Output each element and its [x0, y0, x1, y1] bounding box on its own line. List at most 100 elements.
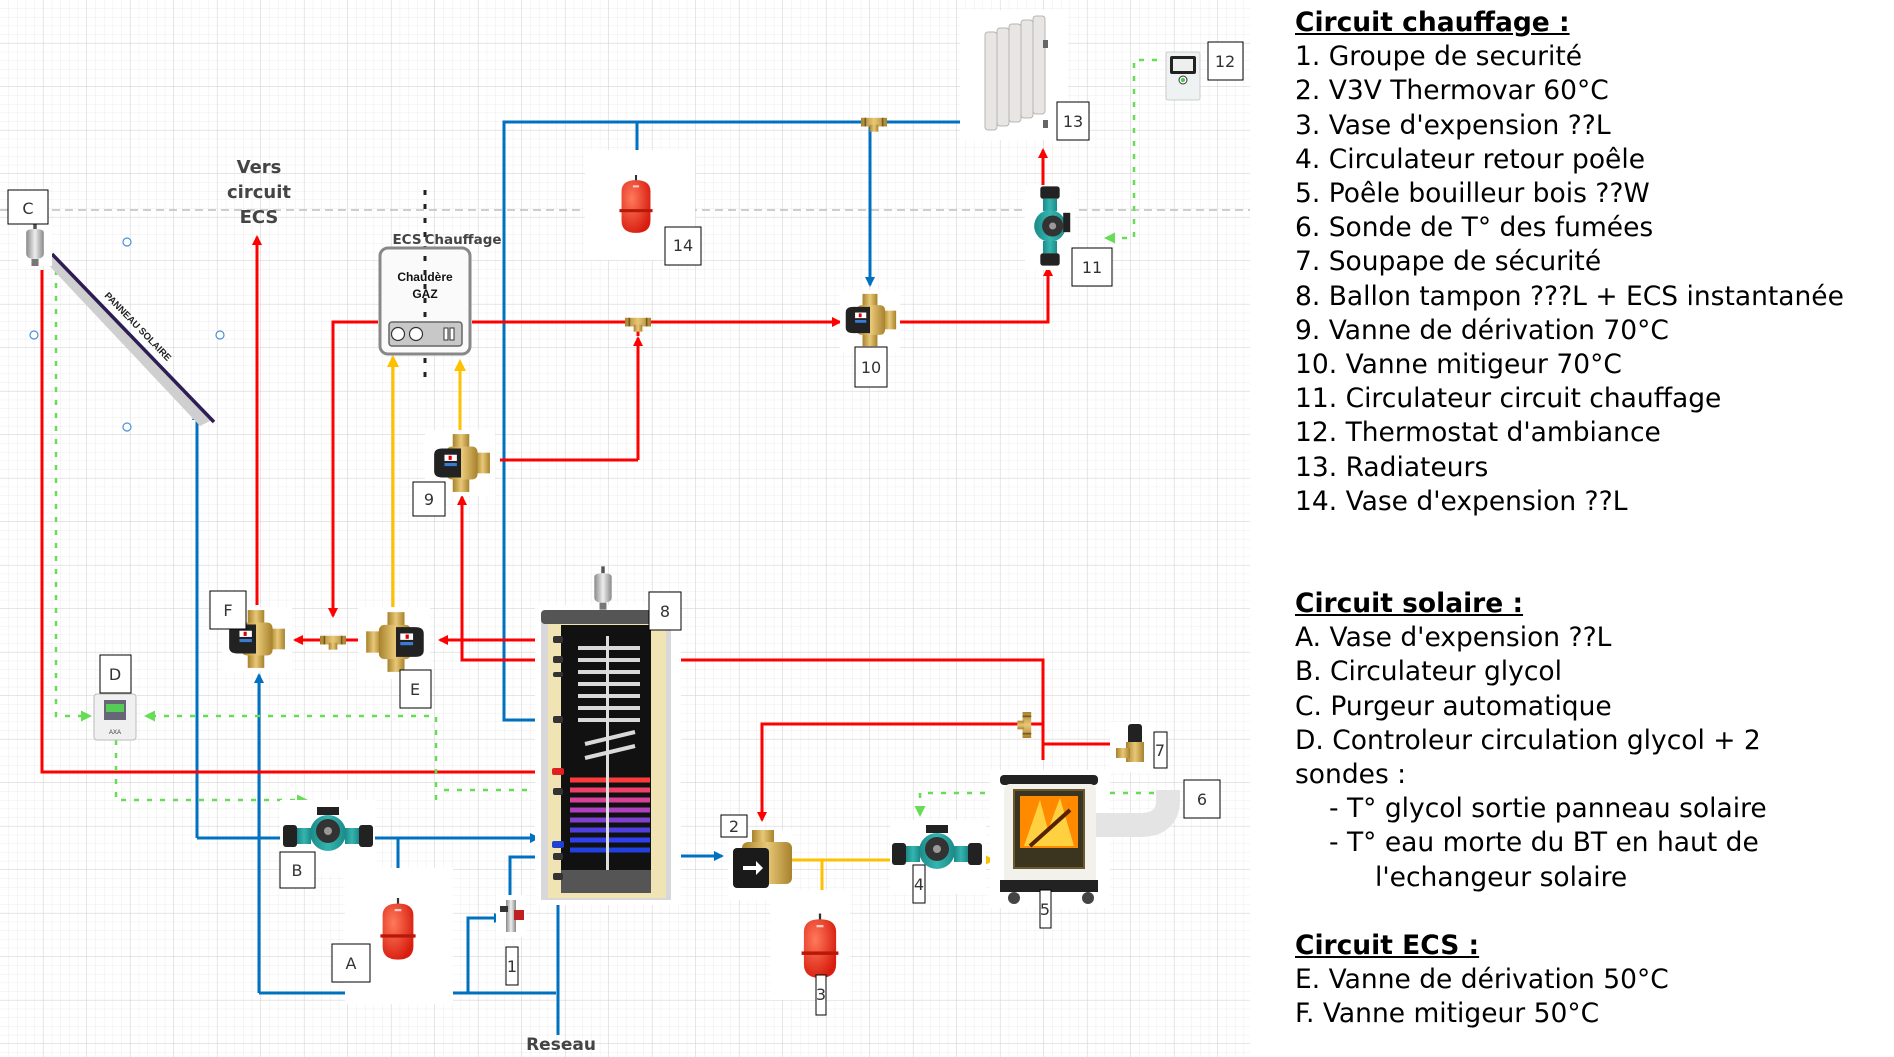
legend-item: 4. Circulateur retour poêle [1295, 143, 1645, 175]
safety-valve-7[interactable] [1110, 722, 1156, 772]
legend-item: 6. Sonde de T° des fumées [1295, 212, 1654, 244]
tag-14: 14 [664, 226, 702, 266]
boiler-name: Chaudère [397, 270, 453, 284]
tag-b: B [279, 851, 316, 889]
legend-panel: Circuit chauffage : 1. Groupe de securit… [1295, 6, 1894, 1031]
tag-10: 10 [854, 346, 888, 388]
bypass-valve-e[interactable] [358, 607, 430, 679]
svg-text:2: 2 [729, 817, 739, 836]
legend-item: C. Purgeur automatique [1295, 690, 1612, 722]
legend-item: 14. Vase d'expension ??L [1295, 485, 1628, 517]
selection-handle[interactable] [29, 330, 39, 340]
mixing-valve-10[interactable] [840, 290, 900, 352]
tag-13: 13 [1056, 101, 1090, 141]
legend-heading-ecs: Circuit ECS : [1295, 929, 1480, 961]
thermovar-valve-2[interactable] [728, 830, 792, 900]
svg-text:ECS: ECS [240, 207, 279, 228]
legend-item: 7. Soupape de sécurité [1295, 246, 1602, 278]
legend-item: 3. Vase d'expension ??L [1295, 109, 1611, 141]
tag-f: F [209, 590, 247, 630]
legend-item: E. Vanne de dérivation 50°C [1295, 964, 1669, 996]
legend-item: 1. Groupe de securité [1295, 41, 1583, 73]
legend-item: 13. Radiateurs [1295, 451, 1489, 483]
tag-1: 1 [505, 946, 519, 986]
tag-7: 7 [1153, 731, 1168, 769]
tag-5: 5 [1039, 889, 1052, 929]
auto-purger-c[interactable] [18, 222, 52, 266]
legend-item: 11. Circulateur circuit chauffage [1295, 383, 1722, 415]
legend-item: sondes : [1295, 759, 1407, 791]
svg-text:11: 11 [1082, 258, 1102, 277]
tag-a: A [331, 943, 371, 983]
svg-text:6: 6 [1197, 790, 1207, 809]
tag-c: C [7, 189, 49, 225]
selection-handle[interactable] [122, 237, 132, 247]
solar-exchanger-coil [570, 777, 650, 853]
legend-item: F. Vanne mitigeur 50°C [1295, 998, 1600, 1030]
legend-item: A. Vase d'expension ??L [1295, 622, 1612, 654]
legend-item: 10. Vanne mitigeur 70°C [1295, 349, 1622, 381]
legend-item: 2. V3V Thermovar 60°C [1295, 75, 1609, 107]
svg-text:4: 4 [914, 875, 924, 894]
svg-text:14: 14 [673, 236, 693, 255]
legend-item: 9. Vanne de dérivation 70°C [1295, 314, 1669, 346]
expansion-vessel-3[interactable] [770, 890, 850, 1000]
tag-12: 12 [1207, 41, 1244, 81]
legend-ecs-list: E. Vanne de dérivation 50°C F. Vanne mit… [1295, 963, 1894, 1031]
component-tags: C 14 13 12 11 10 9 F E D 8 B A 1 2 3 4 5… [7, 41, 1244, 1016]
hydraulic-diagram: PANNEAU SOLAIRE Vers circuit ECS ECS Cha… [0, 0, 1250, 1057]
svg-text:3: 3 [816, 985, 826, 1004]
tag-4: 4 [912, 864, 926, 904]
svg-text:ECS: ECS [392, 232, 421, 248]
gas-boiler[interactable]: ECS Chauffage Chaudère GAZ [378, 190, 502, 380]
svg-text:Vers: Vers [237, 157, 282, 178]
svg-text:13: 13 [1063, 112, 1083, 131]
tag-d: D [99, 654, 132, 694]
legend-solar-list: A. Vase d'expension ??L B. Circulateur g… [1295, 621, 1894, 895]
selection-handle[interactable] [215, 330, 225, 340]
svg-text:B: B [292, 861, 303, 880]
svg-text:5: 5 [1040, 900, 1050, 919]
tag-2: 2 [720, 814, 748, 838]
legend-subitem-continuation: l'echangeur solaire [1375, 861, 1628, 893]
safety-group-1[interactable] [496, 895, 526, 937]
legend-item: B. Circulateur glycol [1295, 656, 1562, 688]
svg-text:AXA: AXA [109, 730, 121, 736]
svg-text:8: 8 [660, 602, 670, 621]
signal-lines [54, 58, 1180, 817]
circulator-pump-4[interactable] [890, 820, 986, 894]
svg-text:1: 1 [507, 957, 517, 976]
room-thermostat-12[interactable] [1165, 51, 1201, 101]
svg-text:D: D [109, 665, 121, 684]
svg-text:A: A [346, 954, 357, 973]
wood-stove-5[interactable] [990, 770, 1180, 908]
svg-text:Chauffage: Chauffage [424, 232, 501, 248]
glycol-controller-d[interactable]: AXA [93, 693, 137, 741]
legend-heading-heating: Circuit chauffage : [1295, 7, 1570, 38]
legend-item: 8. Ballon tampon ???L + ECS instantanée [1295, 280, 1844, 312]
svg-text:9: 9 [424, 490, 434, 509]
svg-text:E: E [410, 680, 420, 699]
to-ecs-annotation: Vers circuit ECS [227, 157, 291, 228]
legend-item: 12. Thermostat d'ambiance [1295, 417, 1661, 449]
tag-11: 11 [1071, 247, 1113, 287]
buffer-tank-8[interactable] [535, 605, 681, 905]
svg-text:7: 7 [1155, 741, 1165, 760]
legend-heading-solar: Circuit solaire : [1295, 588, 1524, 620]
tag-e: E [399, 669, 432, 709]
svg-text:10: 10 [861, 358, 881, 377]
selection-handle[interactable] [122, 422, 132, 432]
expansion-vessel-a[interactable] [345, 868, 453, 1004]
svg-text:C: C [22, 199, 33, 218]
svg-text:circuit: circuit [227, 182, 291, 203]
boiler-type: GAZ [412, 287, 437, 301]
mains-water-label: Reseau [526, 1035, 596, 1055]
circulator-pump-11[interactable] [1025, 185, 1075, 270]
pipes-hot [40, 148, 1116, 822]
radiator-13[interactable] [960, 10, 1068, 140]
legend-heating-list: 1. Groupe de securité 2. V3V Thermovar 6… [1295, 40, 1894, 519]
tag-3: 3 [815, 974, 827, 1016]
tag-6: 6 [1183, 779, 1221, 819]
tag-8: 8 [648, 591, 682, 631]
svg-text:12: 12 [1215, 52, 1235, 71]
